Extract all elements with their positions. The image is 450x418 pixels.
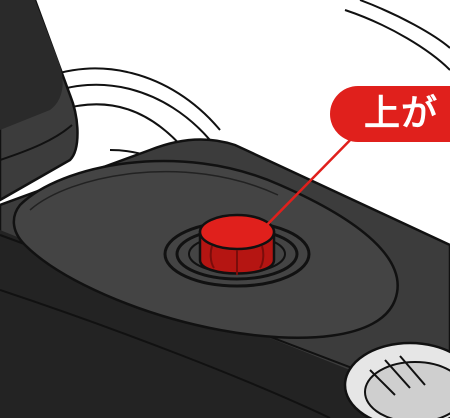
red-push-button-icon [200, 215, 274, 275]
callout-label: 上が [330, 86, 450, 142]
left-tower [0, 0, 78, 200]
